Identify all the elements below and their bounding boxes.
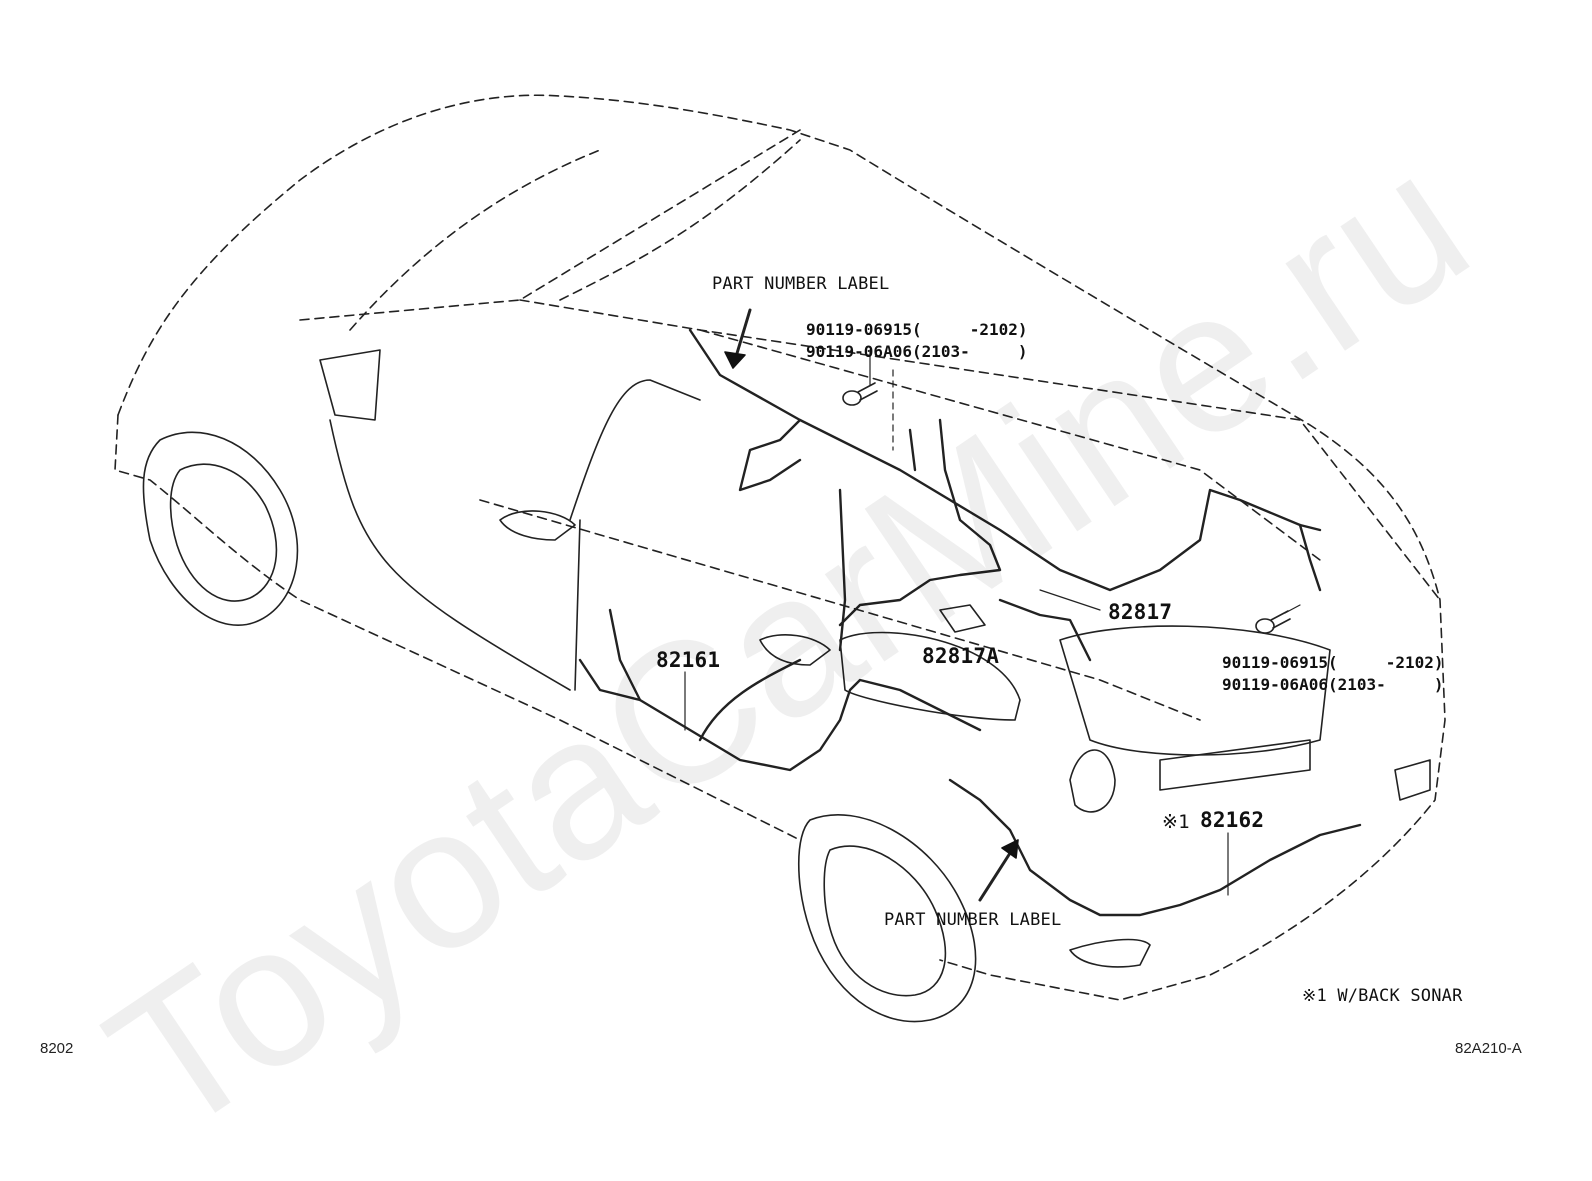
part-82817a-pad	[939, 604, 986, 633]
harness-82161	[578, 488, 982, 772]
bolt-icon-right	[1255, 610, 1291, 634]
bolt-right-part-line2: 90119-06A06(2103- )	[1222, 675, 1444, 694]
arrow-part-number-label-top	[733, 308, 752, 362]
part-82817a-label: 82817A	[922, 644, 1000, 668]
part-number-label-bottom: PART NUMBER LABEL	[884, 910, 1062, 930]
back-sonar-note: ※1 W/BACK SONAR	[1302, 986, 1463, 1006]
part-82161-label: 82161	[656, 648, 721, 672]
bolt-right-part-line1: 90119-06915( -2102)	[1222, 653, 1444, 672]
arrowhead-top	[724, 351, 746, 369]
arrowhead-bottom	[1001, 839, 1019, 859]
figure-code: 82A210-A	[1455, 1040, 1522, 1057]
part-number-label-top: PART NUMBER LABEL	[712, 274, 890, 294]
part-82162-mark: ※1	[1162, 811, 1190, 833]
bolt-icon-top	[842, 382, 878, 406]
page-code: 8202	[40, 1040, 74, 1057]
harness-82817	[688, 328, 1322, 662]
part-82162-label: 82162	[1200, 808, 1265, 832]
car-body-outline	[114, 94, 1446, 1001]
harness-82162	[948, 778, 1362, 917]
car-body-detail	[142, 349, 1431, 1023]
part-82817-label: 82817	[1108, 600, 1173, 624]
wiring-diagram	[114, 94, 1446, 1023]
arrow-part-number-label-bottom	[978, 848, 1014, 902]
bolt-top-part-line1: 90119-06915( -2102)	[806, 320, 1028, 339]
bolt-top-part-line2: 90119-06A06(2103- )	[806, 342, 1028, 361]
